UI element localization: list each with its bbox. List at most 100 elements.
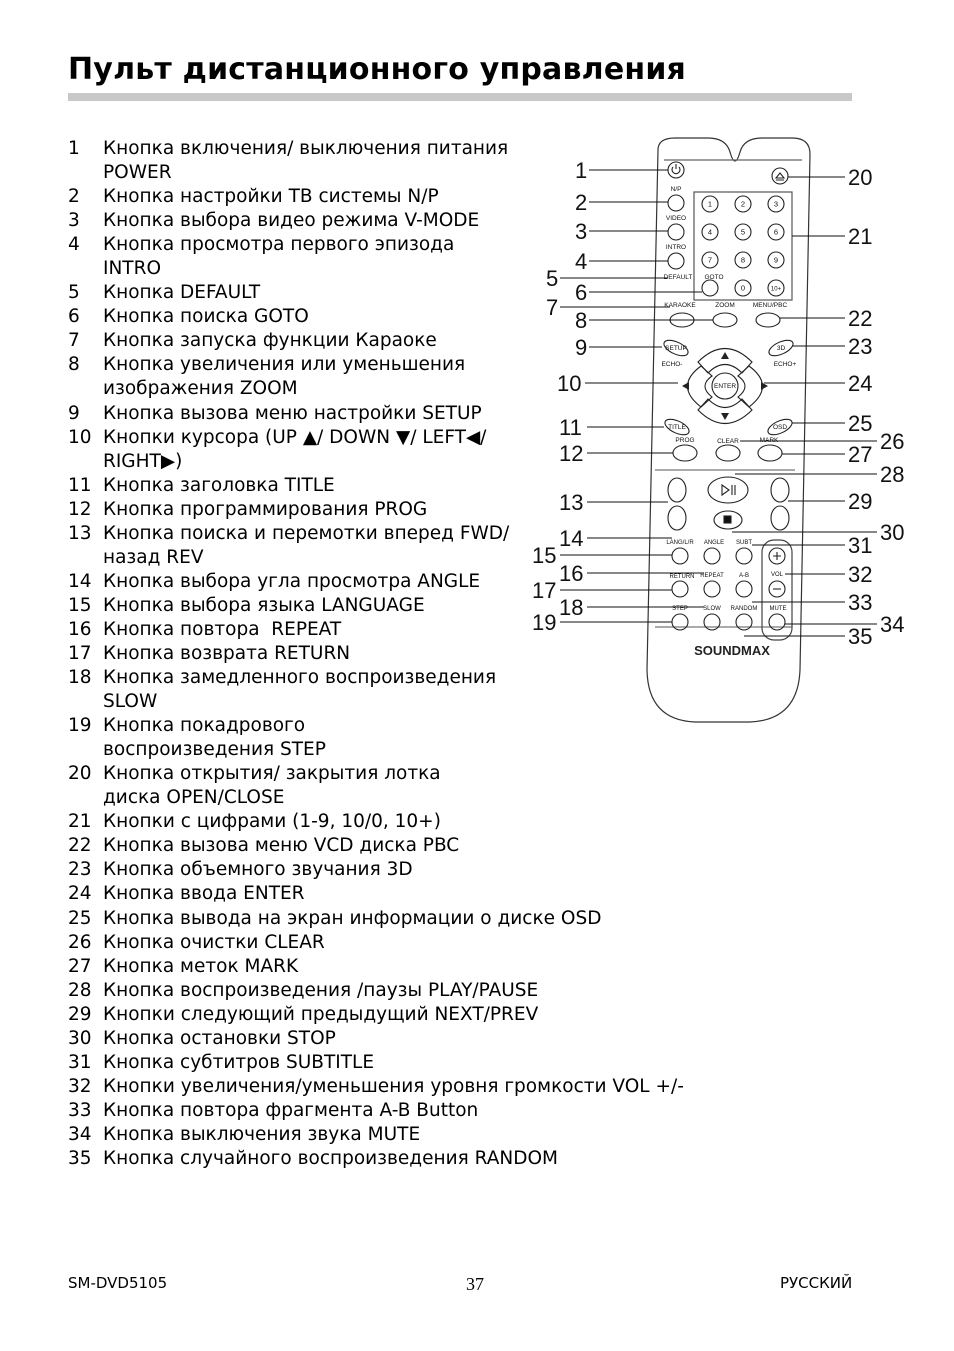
np-button xyxy=(667,194,685,212)
dpad-left-button xyxy=(686,365,713,408)
item-number: 33 xyxy=(68,1099,92,1121)
slow-button xyxy=(703,613,721,631)
item-number: 24 xyxy=(68,883,92,905)
number-key-label: 3 xyxy=(774,200,778,209)
callout-number: 6 xyxy=(575,280,587,305)
callout-number: 8 xyxy=(575,308,587,333)
osd-button xyxy=(767,418,793,436)
item-number: 26 xyxy=(68,931,92,953)
item-number: 18 xyxy=(68,667,92,689)
item-text: Кнопка настройки ТВ системы N/P xyxy=(103,186,439,208)
rev-button xyxy=(667,505,687,531)
stop-icon xyxy=(723,515,732,524)
item-number: 16 xyxy=(68,618,92,640)
footer-model: SM-DVD5105 xyxy=(68,1274,168,1292)
item-number: 9 xyxy=(68,402,80,424)
item-text: Кнопка покадрового xyxy=(103,715,306,737)
callout-number: 33 xyxy=(848,590,872,615)
vol-up-button xyxy=(768,547,786,565)
repeat-label: REPEAT xyxy=(700,573,724,579)
list-item: RIGHT▶) xyxy=(66,450,684,474)
echo-minus-label: ECHO- xyxy=(662,361,683,368)
arrow-up-icon xyxy=(721,352,729,359)
item-text: Кнопки курсора (UP ▲/ DOWN ▼/ LEFT◀/ xyxy=(103,426,487,448)
arrow-right-icon xyxy=(761,382,768,390)
mark-button xyxy=(757,444,783,462)
list-item: SLOW xyxy=(66,690,684,714)
callout-number: 16 xyxy=(559,561,583,586)
item-text: Кнопка остановки STOP xyxy=(103,1027,336,1049)
enter-button xyxy=(711,372,739,400)
number-key-label: 1 xyxy=(708,200,712,209)
callout-number: 13 xyxy=(559,490,583,515)
callout-number: 3 xyxy=(575,219,587,244)
item-number: 17 xyxy=(68,642,92,664)
menu-pbc-button xyxy=(755,312,781,328)
item-number: 6 xyxy=(68,306,80,328)
echo-plus-label: ECHO+ xyxy=(774,361,797,368)
eject-icon xyxy=(774,172,786,181)
three-d-button xyxy=(768,339,794,357)
item-text: Кнопка вывода на экран информации о диск… xyxy=(103,907,602,929)
item-text: Кнопка очистки CLEAR xyxy=(103,931,325,953)
callout-number: 11 xyxy=(559,415,582,440)
karaoke-label: KARAOKE xyxy=(664,302,696,309)
dpad-right-button xyxy=(737,365,764,408)
video-label: VIDEO xyxy=(666,215,686,222)
stop-button xyxy=(713,510,743,530)
item-number: 21 xyxy=(68,811,92,833)
callout-number: 23 xyxy=(848,334,872,359)
item-number: 22 xyxy=(68,835,92,857)
open-close-button xyxy=(771,167,789,185)
number-key-1 xyxy=(701,195,719,213)
item-number: 8 xyxy=(68,354,80,376)
power-icon xyxy=(671,164,681,175)
mute-button xyxy=(768,613,786,631)
item-number: 32 xyxy=(68,1075,92,1097)
ab-label: A-B xyxy=(739,573,749,579)
step-label: STEP xyxy=(672,606,688,612)
item-number: 34 xyxy=(68,1123,92,1145)
item-number: 7 xyxy=(68,330,80,352)
item-text: Кнопка повтора REPEAT xyxy=(103,618,342,640)
item-text: Кнопка ввода ENTER xyxy=(103,883,305,905)
callout-number: 27 xyxy=(848,442,872,467)
remote-body xyxy=(646,137,811,723)
list-item: назад REV xyxy=(66,546,684,570)
item-number: 14 xyxy=(68,570,92,592)
vol-down-button xyxy=(768,580,786,598)
fwd-button xyxy=(667,477,687,503)
list-item: диска OPEN/CLOSE xyxy=(66,786,684,810)
number-key-label: 9 xyxy=(774,256,778,265)
prev-button xyxy=(770,477,790,503)
remote-brand: SOUNDMAX xyxy=(694,643,770,658)
item-text: Кнопка DEFAULT xyxy=(103,282,261,304)
menu-pbc-label: MENU/PBC xyxy=(753,302,788,309)
page-title: Пульт дистанционного управления xyxy=(68,52,687,87)
number-key-label: 8 xyxy=(741,256,745,265)
lang-button xyxy=(671,547,689,565)
item-number: 11 xyxy=(68,474,92,496)
item-number: 15 xyxy=(68,594,92,616)
item-text: Кнопка вызова меню VCD диска PBC xyxy=(103,835,460,857)
slow-label: SLOW xyxy=(703,606,721,612)
callout-number: 14 xyxy=(559,526,583,551)
lang-label: LANG/L/R xyxy=(666,540,694,546)
arrow-left-icon xyxy=(682,382,689,390)
list-item: 26 Кнопка очистки CLEAR xyxy=(66,931,684,955)
list-item: 24 Кнопка ввода ENTER xyxy=(66,882,684,906)
item-number: 30 xyxy=(68,1027,92,1049)
